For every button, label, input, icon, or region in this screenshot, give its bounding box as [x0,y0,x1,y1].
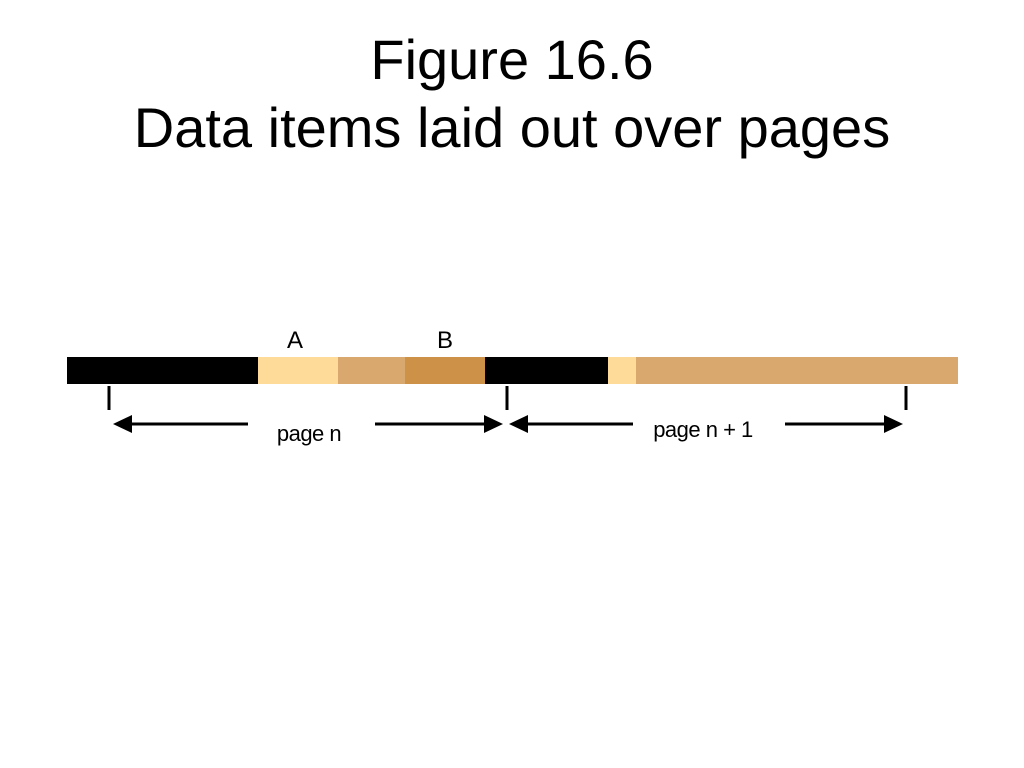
segment-medium-1 [338,357,405,384]
segment-black-2 [485,357,608,384]
title-line-1: Figure 16.6 [370,28,654,91]
segment-black-1 [67,357,258,384]
storage-bar [67,357,958,384]
page-n-plus-1-label: page n + 1 [653,417,753,442]
title-line-2: Data items laid out over pages [133,96,891,159]
segment-medium-2 [636,357,958,384]
item-label-b: B [437,327,453,354]
item-label-a: A [287,327,303,354]
page-n-arrowhead-left [113,415,132,433]
page-n-plus-1-arrowhead-right [884,415,903,433]
page-n-plus-1-span-arrow [509,415,903,433]
page-n-span-arrow [113,415,503,433]
segment-light-2 [608,357,636,384]
slide-title: Figure 16.6 Data items laid out over pag… [0,26,1024,162]
page-n-arrowhead-right [484,415,503,433]
segment-item-a-light [258,357,338,384]
segment-item-b-dark [405,357,485,384]
page-n-label: page n [277,421,341,446]
page-n-plus-1-arrowhead-left [509,415,528,433]
